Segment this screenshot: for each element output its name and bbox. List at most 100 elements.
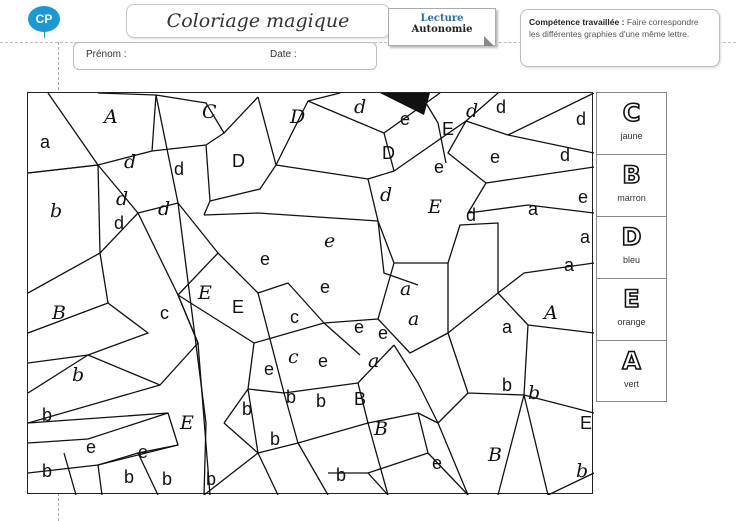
- zone-letter: d: [466, 205, 476, 225]
- zone-letter: b: [576, 460, 588, 482]
- subject-tag: Lecture Autonomie: [388, 8, 496, 46]
- zone-letter: d: [496, 97, 506, 117]
- legend-color-name: bleu: [622, 255, 640, 265]
- zone-letter: d: [560, 145, 570, 165]
- zone-letter: e: [434, 157, 444, 177]
- zone-letter: e: [264, 359, 274, 379]
- zone-letter: e: [400, 109, 410, 129]
- badge-stem: [44, 30, 45, 38]
- zone-letter: b: [50, 200, 62, 222]
- zone-letter: e: [324, 230, 335, 252]
- zone-letter: b: [270, 429, 280, 449]
- tag-fold: [484, 36, 494, 46]
- level-badge: CP: [28, 6, 60, 32]
- zone-letter: d: [380, 184, 392, 206]
- topic-label: Autonomie: [411, 24, 473, 35]
- zone-letter: a: [564, 255, 575, 275]
- zone-letter: a: [580, 227, 591, 247]
- name-date-box: Prénom : Date :: [73, 42, 377, 70]
- zone-letter: e: [138, 442, 148, 462]
- title-box: Coloriage magique: [126, 4, 390, 38]
- zone-letter: D: [382, 143, 395, 163]
- zone-letter: b: [124, 467, 134, 487]
- page-title: Coloriage magique: [166, 10, 350, 32]
- legend-row-c: C jaune: [597, 93, 666, 155]
- zone-letter: d: [114, 213, 124, 233]
- legend-letter: C: [622, 98, 641, 128]
- zone-letter: B: [487, 444, 502, 466]
- zone-letter: e: [432, 453, 442, 473]
- zone-letter: b: [206, 469, 216, 489]
- legend-letter: B: [622, 160, 642, 190]
- zone-letter: d: [158, 198, 170, 220]
- zone-letter: d: [354, 96, 366, 118]
- zone-letter: b: [162, 469, 172, 489]
- zone-letter: a: [528, 199, 539, 219]
- legend-color-name: vert: [623, 379, 639, 389]
- zone-letter: c: [160, 303, 169, 323]
- zone-letter: e: [318, 351, 328, 371]
- subject-label: Lecture: [420, 13, 464, 24]
- zone-letter: B: [354, 389, 366, 409]
- zone-letter: d: [174, 159, 184, 179]
- zone-letter: E: [232, 297, 244, 317]
- competence-box: Compétence travaillée : Faire correspond…: [520, 9, 720, 67]
- legend-color-name: marron: [617, 193, 646, 203]
- zone-letter: E: [197, 282, 212, 304]
- zone-letter: c: [288, 346, 299, 368]
- legend-letter: D: [621, 222, 643, 252]
- zone-letter: B: [51, 302, 66, 324]
- zone-letter: b: [502, 375, 512, 395]
- zone-letter: b: [242, 399, 252, 419]
- zone-letter: B: [373, 418, 388, 440]
- zone-letter: b: [286, 387, 296, 407]
- zone-letter: e: [490, 147, 500, 167]
- competence-text: Faire correspondre les différentes graph…: [529, 17, 699, 39]
- zone-letter: A: [542, 302, 558, 324]
- black-crown-tip: [380, 93, 430, 115]
- legend-letter: A: [621, 346, 641, 376]
- zone-letter: a: [502, 317, 513, 337]
- zone-letter: d: [116, 188, 128, 210]
- zone-letter: E: [580, 413, 592, 433]
- zone-letter: d: [466, 100, 478, 122]
- zone-letter: a: [368, 350, 379, 372]
- color-legend: C jaune B marron D bleu E orange A vert: [596, 92, 667, 402]
- zone-letter: E: [442, 119, 454, 139]
- zone-letter: e: [86, 437, 96, 457]
- zone-letter: b: [72, 364, 84, 386]
- zone-letter: C: [202, 101, 217, 123]
- zone-letter: D: [232, 151, 245, 171]
- zone-letter: d: [576, 109, 586, 129]
- competence-label: Compétence travaillée :: [529, 17, 625, 27]
- zone-letter: b: [316, 391, 326, 411]
- zone-letter: E: [427, 196, 442, 218]
- zone-letter: b: [336, 465, 346, 485]
- zone-letter: b: [42, 461, 52, 481]
- zone-letter: e: [320, 277, 330, 297]
- date-field-label[interactable]: Date :: [270, 49, 297, 60]
- prenom-field-label[interactable]: Prénom :: [86, 49, 127, 60]
- zone-letter: e: [354, 317, 364, 337]
- legend-row-d: D bleu: [597, 217, 666, 279]
- zone-letter: e: [378, 323, 388, 343]
- zone-letter: a: [408, 308, 419, 330]
- zone-letter: a: [400, 278, 411, 300]
- zone-letter: A: [102, 106, 118, 128]
- zone-letter: e: [260, 249, 270, 269]
- legend-row-b: B marron: [597, 155, 666, 217]
- legend-color-name: jaune: [620, 131, 643, 141]
- zone-letter: E: [179, 412, 194, 434]
- legend-letter: E: [622, 284, 640, 314]
- zone-letter: a: [40, 132, 51, 152]
- legend-row-e: E orange: [597, 279, 666, 341]
- legend-row-a: A vert: [597, 341, 666, 403]
- zone-letter: D: [289, 106, 305, 128]
- zone-letter: e: [578, 187, 588, 207]
- zone-letter: b: [528, 382, 540, 404]
- zone-letter: c: [290, 307, 299, 327]
- legend-color-name: orange: [617, 317, 646, 327]
